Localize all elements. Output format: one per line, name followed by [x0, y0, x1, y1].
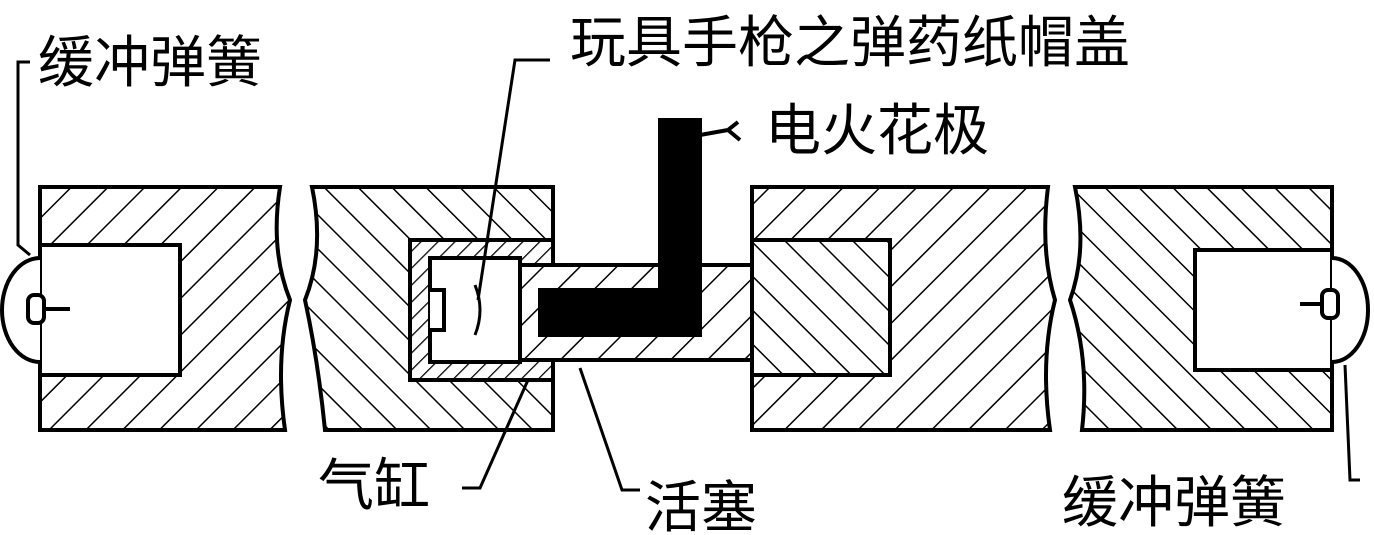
- right-buffer-spring-cap: [1300, 256, 1370, 364]
- left-buffer-spring-cap: [0, 256, 70, 364]
- left-end-block: [38, 185, 293, 432]
- cylinder: [408, 238, 555, 382]
- label-buffer-spring-left: 缓冲弹簧: [38, 31, 262, 96]
- label-toy-cap: 玩具手枪之弹药纸帽盖: [570, 11, 1130, 76]
- leader-lines: [16, 58, 1360, 492]
- right-center-block: [750, 185, 1058, 432]
- label-piston: 活塞: [645, 476, 757, 535]
- right-end-block: [1067, 185, 1334, 432]
- cylinder-block: [302, 185, 555, 432]
- label-buffer-spring-right: 缓冲弹簧: [1062, 471, 1286, 535]
- piston: [518, 118, 754, 362]
- label-cylinder: 气缸: [318, 454, 430, 519]
- label-spark-electrode: 电火花极: [765, 99, 989, 164]
